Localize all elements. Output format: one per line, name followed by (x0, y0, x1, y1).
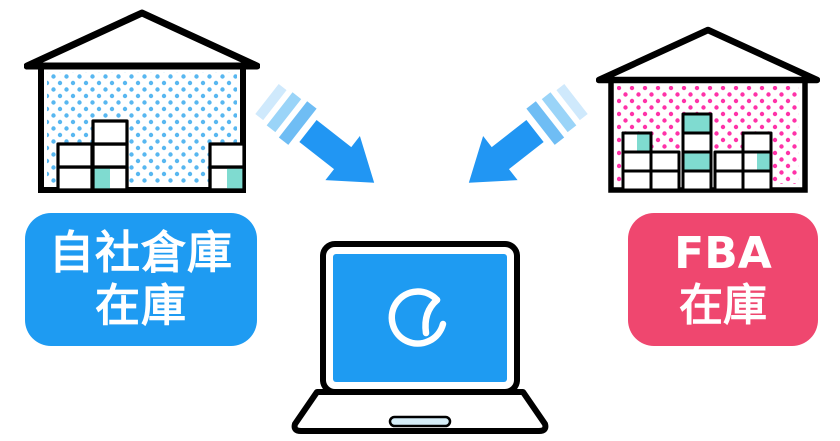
fba-badge-line2: 在庫 (679, 279, 767, 331)
arrow-left-icon (255, 84, 375, 183)
laptop-screen (320, 241, 520, 395)
own-warehouse-badge: 自社倉庫 在庫 (25, 213, 257, 346)
fba-badge: FBA 在庫 (628, 213, 818, 346)
own-warehouse-icon (24, 9, 260, 193)
arrow-right-icon (468, 84, 588, 183)
sync-logo-icon (388, 288, 447, 347)
warehouse-roof (596, 26, 820, 84)
laptop-base (291, 389, 549, 434)
stacked-boxes (56, 119, 246, 192)
own-warehouse-badge-line1: 自社倉庫 (48, 226, 233, 280)
own-warehouse-badge-line2: 在庫 (94, 278, 187, 332)
fba-badge-line1: FBA (674, 228, 772, 280)
fba-warehouse-icon (596, 26, 820, 193)
warehouse-roof (24, 9, 260, 70)
stacked-boxes (621, 112, 773, 192)
laptop-icon (291, 241, 549, 434)
